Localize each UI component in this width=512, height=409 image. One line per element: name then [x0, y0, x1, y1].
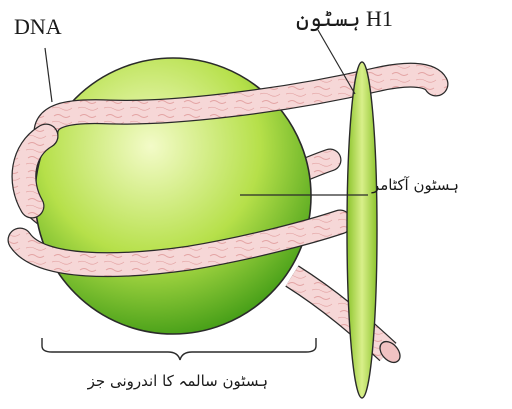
histone-h1-label: ہسٹون H1 [296, 6, 393, 31]
histone-core-label: ہسٹون سالمہ کا اندرونی جز [87, 372, 268, 390]
h1-leader-line [317, 29, 356, 95]
dna-lower-strand [8, 210, 352, 276]
histone-h1-disc [346, 61, 378, 399]
dna-tail-strand [285, 266, 396, 361]
dna-label: DNA [14, 14, 62, 39]
core-brace [41, 338, 317, 361]
dna-tail-end [379, 340, 401, 364]
dna-leader-line [44, 47, 53, 103]
dna-top-strand [34, 63, 448, 148]
dna-loop-strand [12, 124, 58, 218]
histone-octamer-label: ہسٹون آکٹامر [372, 176, 459, 194]
